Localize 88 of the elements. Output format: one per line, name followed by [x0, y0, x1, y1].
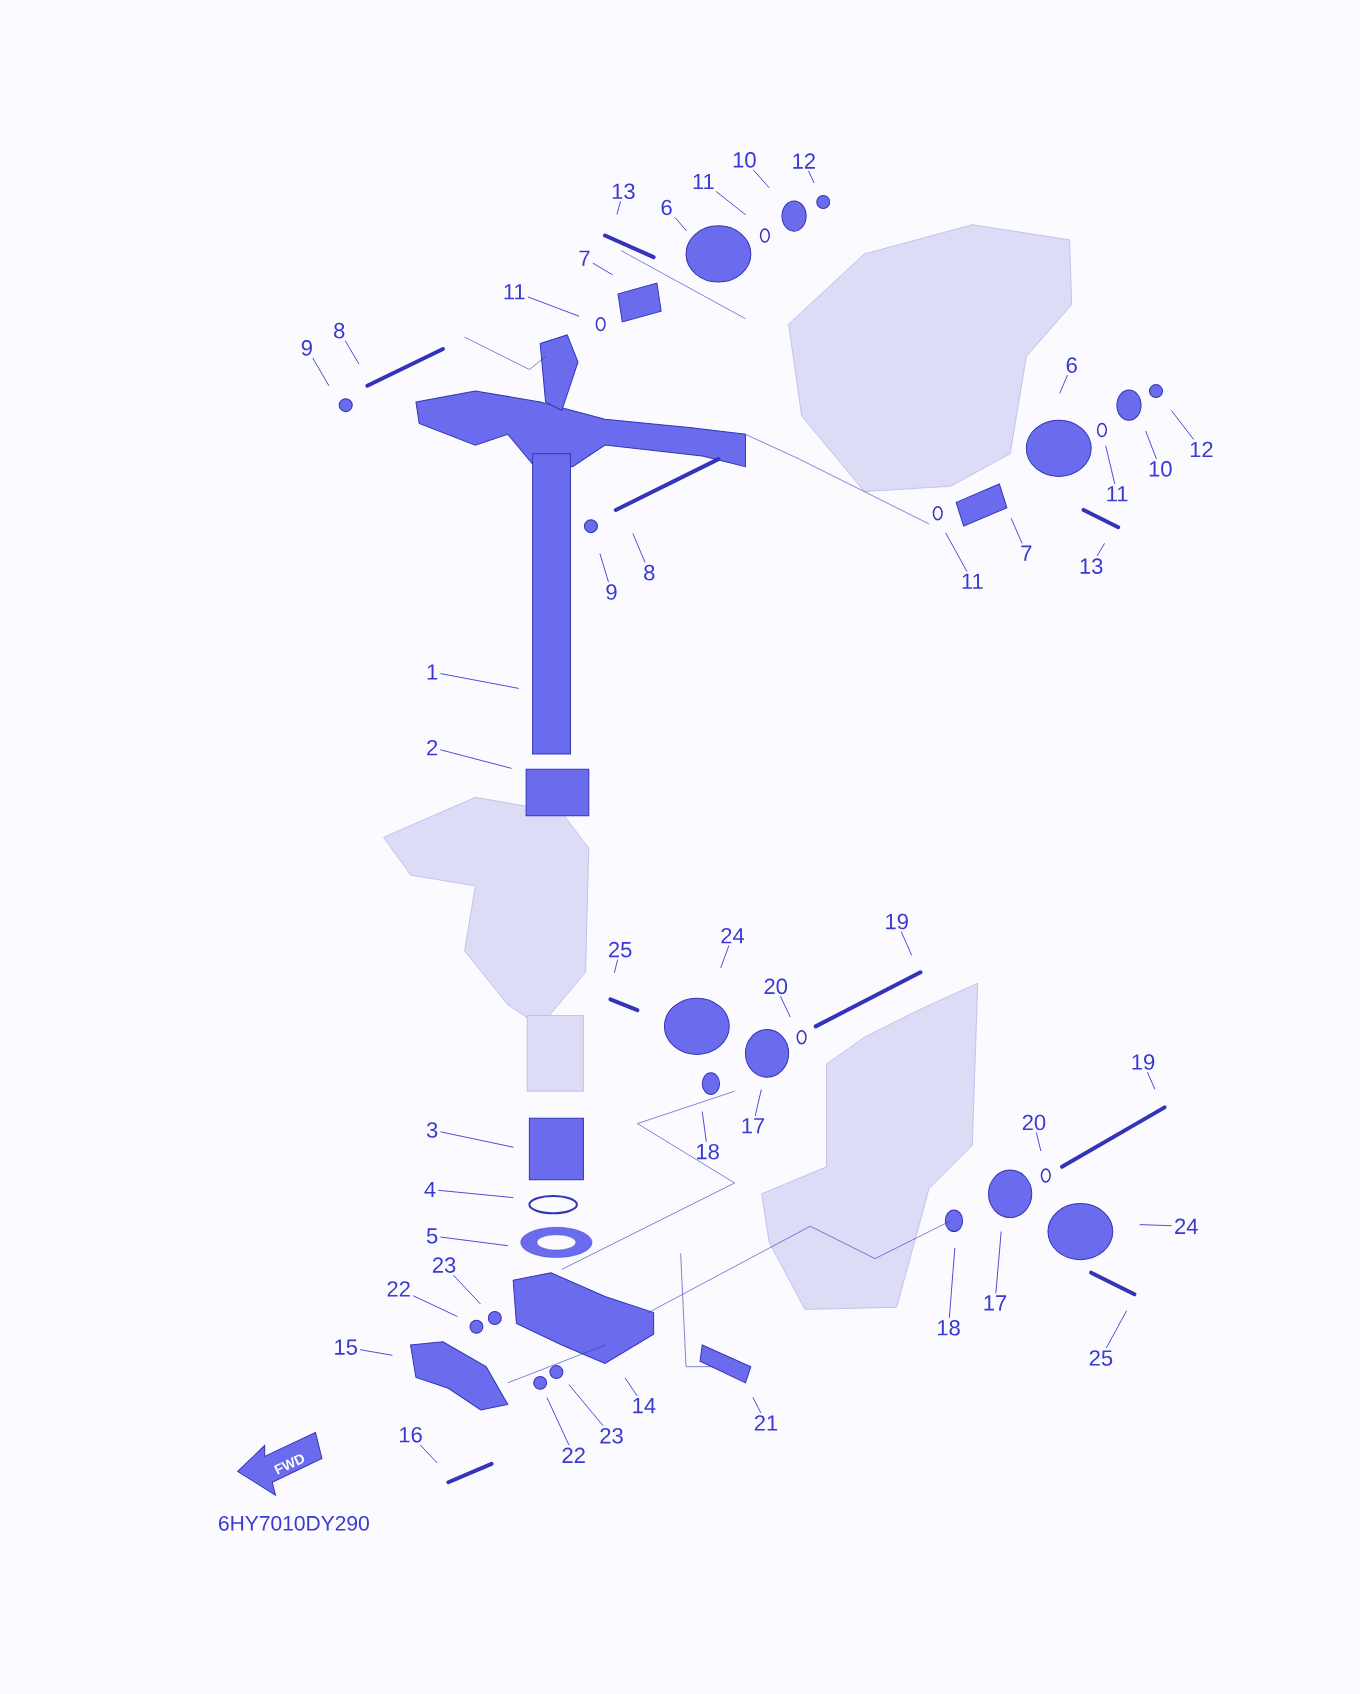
callout-number: 7: [1021, 545, 1032, 561]
callout-number: 18: [937, 1320, 960, 1336]
leader-line: [752, 169, 770, 189]
callout-number: 19: [1132, 1054, 1155, 1070]
callout-number: 9: [606, 584, 617, 600]
callout-number: 25: [1089, 1350, 1113, 1366]
callout-number: 5: [426, 1228, 438, 1244]
leader-line: [439, 1131, 514, 1148]
leader-line: [452, 1274, 481, 1305]
callout-number: 1: [427, 664, 438, 680]
callout-number: 2: [427, 739, 438, 756]
callout-number: 11: [962, 573, 983, 589]
direction-label: FWD: [273, 1454, 304, 1475]
leader-line: [674, 216, 687, 232]
leader-line: [752, 1396, 762, 1414]
leader-line: [527, 296, 580, 317]
leader-line: [1105, 1310, 1127, 1349]
callout-number: 21: [754, 1415, 778, 1431]
leader-line: [948, 1247, 956, 1319]
callout-number: 11: [693, 173, 714, 190]
callout-number: 11: [1107, 486, 1128, 502]
callout-number: 11: [504, 284, 525, 300]
leader-line: [1146, 1071, 1156, 1090]
leader-line: [439, 673, 520, 689]
callout-number: 6: [661, 199, 672, 216]
leader-line: [439, 1236, 509, 1247]
leader-line: [945, 532, 968, 572]
leader-line: [1170, 409, 1195, 440]
callout-number: 4: [424, 1181, 436, 1198]
callout-number: 24: [721, 927, 744, 944]
callout-number: 10: [1149, 461, 1172, 477]
callout-number: 13: [1080, 558, 1103, 574]
callout-number: 17: [984, 1295, 1007, 1311]
callout-number: 7: [579, 250, 590, 266]
leader-line: [624, 1377, 638, 1397]
leader-line: [592, 262, 614, 276]
callout-number: 22: [387, 1281, 410, 1297]
leader-line: [437, 1189, 514, 1199]
leader-line: [1139, 1224, 1173, 1227]
leader-line: [632, 533, 646, 564]
callout-number: 16: [399, 1426, 422, 1443]
callout-number: 15: [335, 1339, 357, 1355]
leader-line: [344, 340, 360, 365]
callout-number: 23: [600, 1428, 623, 1444]
leader-line: [720, 945, 730, 969]
drawing-code: 6HY7010DY290: [218, 1515, 369, 1531]
leader-line: [779, 995, 791, 1018]
leader-line: [1035, 1132, 1042, 1152]
leader-line: [754, 1089, 762, 1117]
callout-number: 23: [432, 1257, 456, 1273]
leader-line: [419, 1444, 438, 1464]
leader-line: [715, 190, 747, 216]
leader-line: [439, 749, 512, 769]
leader-line: [613, 959, 618, 974]
leader-line: [995, 1231, 1002, 1294]
callout-number: 20: [764, 978, 787, 995]
leader-line: [412, 1295, 458, 1317]
callout-number: 12: [793, 153, 815, 169]
callout-number: 3: [426, 1122, 438, 1138]
leader-line: [599, 553, 609, 583]
callout-number: 8: [334, 322, 345, 339]
callout-number: 18: [697, 1143, 719, 1160]
leader-line: [1010, 517, 1023, 544]
leader-line: [1145, 430, 1157, 460]
callout-number: 13: [612, 183, 635, 200]
leader-line: [701, 1111, 707, 1143]
callout-number: 9: [301, 340, 312, 356]
leader-line: [616, 200, 621, 215]
callout-number: 17: [742, 1118, 765, 1134]
leader-line: [568, 1384, 604, 1427]
leader-line: [1096, 542, 1105, 557]
callout-number: 10: [733, 152, 756, 168]
callout-number: 25: [608, 941, 632, 958]
leader-line: [1059, 374, 1068, 394]
callout-number: 24: [1175, 1218, 1198, 1234]
callout-number: 6: [1066, 357, 1077, 373]
leader-line: [807, 170, 815, 184]
callout-number: 20: [1022, 1114, 1046, 1131]
callout-number: 8: [644, 564, 655, 581]
leader-line: [359, 1349, 393, 1356]
callout-number: 14: [633, 1398, 656, 1414]
leader-line: [900, 931, 913, 956]
leader-line: [312, 357, 330, 387]
leader-line: [546, 1397, 570, 1446]
callout-number: 12: [1190, 441, 1213, 458]
callout-number: 22: [562, 1447, 585, 1463]
leader-line: [1105, 445, 1116, 485]
callout-number: 19: [886, 913, 908, 930]
